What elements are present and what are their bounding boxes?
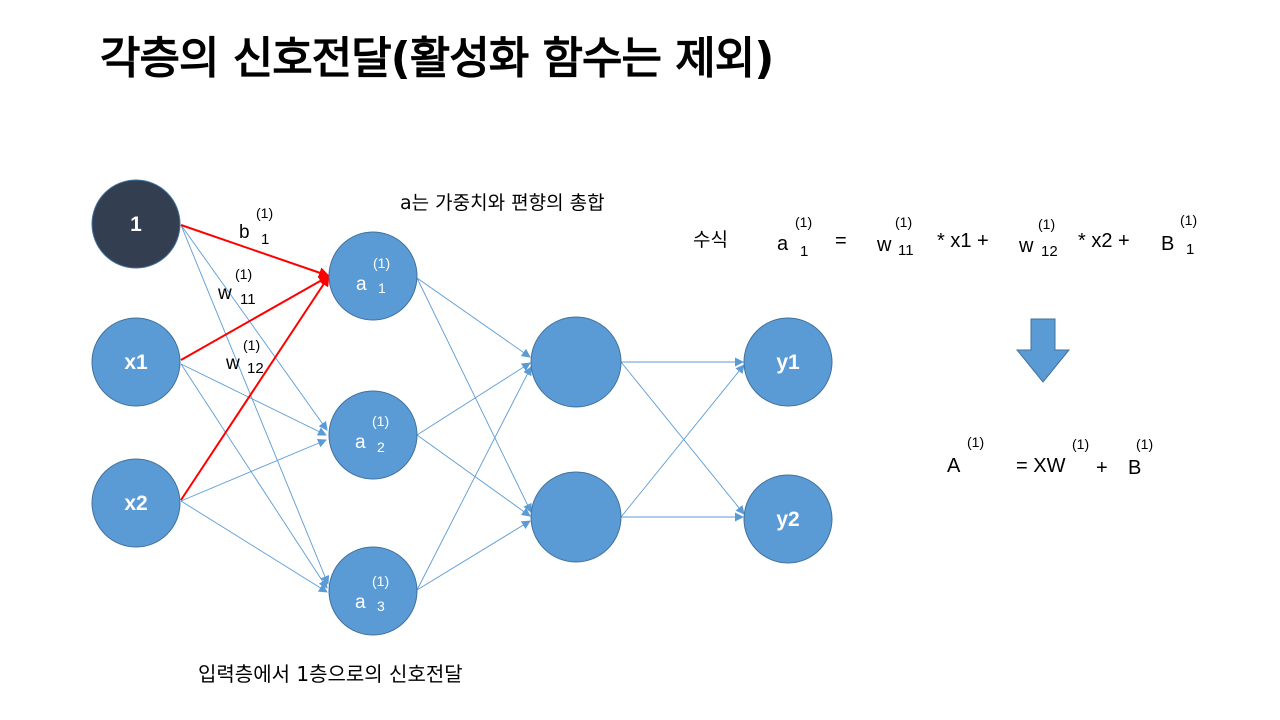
a2-sub: 2 — [377, 439, 385, 455]
down-arrow-icon — [1015, 318, 1071, 383]
formula-w12-sub: 12 — [1041, 243, 1058, 260]
edge-x1-a3 — [180, 363, 328, 589]
w11-label: w — [218, 283, 232, 304]
w12-sub: 12 — [247, 360, 264, 377]
x2-node-label: x2 — [124, 492, 147, 515]
edge-a2-h2 — [416, 434, 531, 517]
edge-bias-a3 — [180, 224, 330, 585]
formula-a-sub: 1 — [800, 243, 809, 260]
formula-B-sup: (1) — [1180, 212, 1198, 228]
matrix-B-sup: (1) — [1136, 436, 1154, 452]
a3-base: a — [355, 592, 366, 613]
a3-sub: 3 — [377, 598, 385, 614]
formula-w11: w — [877, 234, 892, 256]
hidden-node-a1 — [328, 231, 418, 321]
edge-x1-a1 — [180, 275, 330, 361]
w12-label: w — [226, 353, 240, 374]
edge-x2-a1 — [180, 275, 330, 501]
hidden-node-a2 — [328, 390, 418, 480]
edge-a1-h1 — [416, 277, 531, 358]
edge-a1-h2 — [416, 277, 532, 513]
edges-layer2-to-output — [620, 357, 745, 522]
input-node-x2 — [91, 458, 181, 548]
a2-base: a — [355, 432, 366, 453]
edge-bias-a1 — [180, 224, 330, 278]
edges-layer1-to-layer2 — [416, 277, 532, 591]
matrix-W-sup: (1) — [1072, 436, 1090, 452]
formula-equals: = — [835, 230, 847, 252]
sum-note: a는 가중치와 편향의 총합 — [400, 192, 605, 214]
x1-node-label: x1 — [124, 351, 148, 374]
formula-w12: w — [1019, 235, 1034, 257]
formula-label: 수식 — [693, 229, 728, 251]
a2-sup: (1) — [372, 413, 389, 429]
matrix-B: B — [1128, 457, 1142, 479]
matrix-A-sup: (1) — [967, 434, 985, 450]
edge-a2-h1 — [416, 362, 531, 436]
edge-a3-h2 — [416, 520, 531, 591]
page-title: 각층의 신호전달(활성화 함수는 제외) — [100, 33, 774, 84]
edge-x2-a3 — [180, 500, 328, 593]
w11-sup: (1) — [235, 266, 253, 282]
w11-sub: 11 — [240, 291, 256, 308]
edge-x1-a2 — [180, 363, 327, 436]
formula-w11-sup: (1) — [895, 214, 913, 230]
matrix-plus: + — [1096, 457, 1108, 479]
formula-B: B — [1161, 233, 1175, 255]
a1-sup: (1) — [373, 255, 390, 271]
nodes — [91, 179, 833, 636]
edges-highlighted-to-a1 — [180, 224, 330, 501]
edge-h1-y2 — [620, 361, 745, 515]
formula-x1-term: * x1 + — [937, 230, 989, 252]
b1-sup: (1) — [256, 205, 274, 221]
b1-sub: 1 — [261, 231, 270, 248]
formula-x2-term: * x2 + — [1078, 230, 1130, 252]
formula-B-sub: 1 — [1186, 241, 1195, 258]
formula-a-sup: (1) — [795, 214, 813, 230]
hidden2-node-2 — [530, 471, 622, 563]
bias-node — [91, 179, 181, 269]
output-node-y1 — [743, 317, 833, 407]
edge-h2-y1 — [620, 364, 745, 518]
matrix-eq-XW: = XW — [1016, 455, 1066, 477]
edge-a3-h1 — [416, 366, 532, 591]
input-node-x1 — [91, 317, 181, 407]
bias-node-label: 1 — [130, 213, 142, 236]
y1-node-label: y1 — [776, 351, 800, 374]
a1-base: a — [356, 274, 367, 295]
hidden-node-a3 — [328, 546, 418, 636]
hidden2-node-1 — [530, 316, 622, 408]
edges-input-to-layer1 — [180, 224, 330, 593]
b1-label: b — [239, 222, 250, 243]
a3-sup: (1) — [372, 573, 389, 589]
caption: 입력층에서 1층으로의 신호전달 — [198, 662, 463, 686]
formula-w11-sub: 11 — [898, 242, 914, 259]
output-node-y2 — [743, 474, 833, 564]
edge-x2-a2 — [180, 438, 327, 502]
matrix-A: A — [947, 455, 961, 477]
w12-sup: (1) — [243, 337, 261, 353]
y2-node-label: y2 — [776, 508, 799, 531]
formula-w12-sup: (1) — [1038, 216, 1056, 232]
edge-bias-a2 — [180, 224, 328, 431]
formula-a: a — [777, 233, 789, 255]
a1-sub: 1 — [378, 280, 386, 296]
